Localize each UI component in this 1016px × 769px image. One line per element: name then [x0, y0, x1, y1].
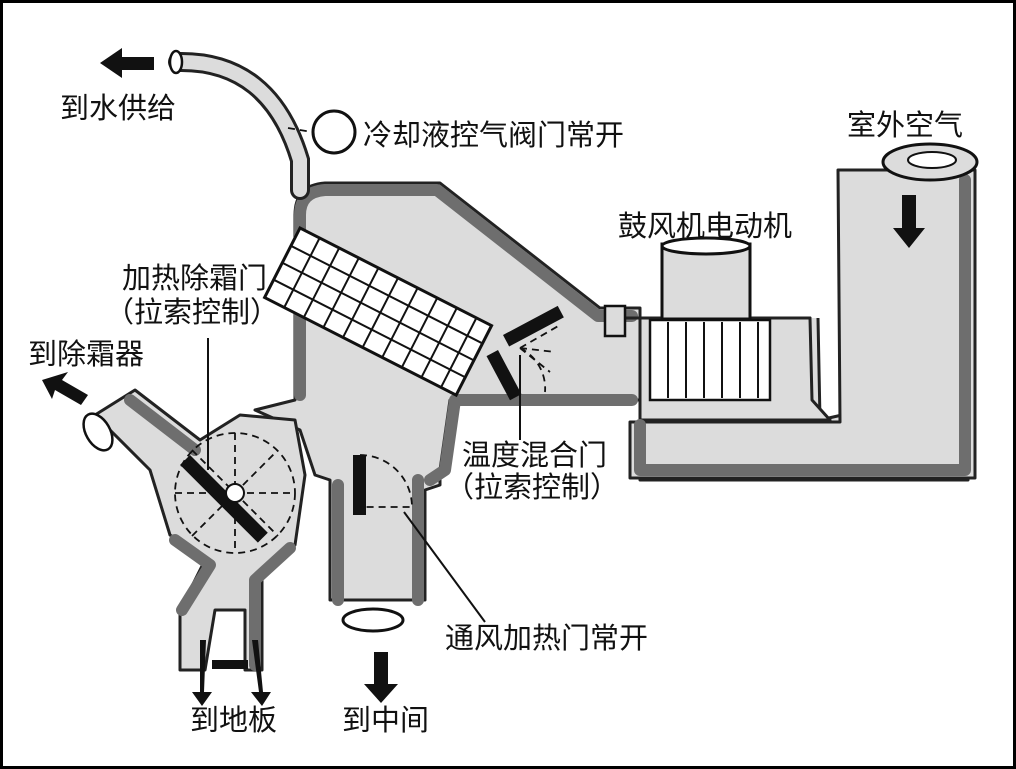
temp-blend-door-lower: [486, 350, 522, 401]
middle-vent-outlet: [341, 607, 405, 633]
arrow-to-floor-left: [192, 640, 212, 706]
middle-vent-wall: [332, 474, 424, 606]
floor-door: [212, 660, 248, 669]
label-outside-air: 室外空气: [847, 108, 963, 142]
defroster-wall: [124, 394, 296, 671]
door-pivot: [225, 483, 245, 503]
coolant-pipe-inner: [171, 54, 307, 197]
blower-motor-top: [660, 236, 752, 256]
defroster-duct: [93, 388, 307, 672]
label-heat-defrost-door-2: （拉索控制）: [105, 295, 279, 329]
air-intake-duct: [628, 168, 977, 480]
arrow-outside-air: [893, 195, 925, 248]
label-to-floor: 到地板: [190, 703, 277, 737]
defroster-outlet: [82, 412, 114, 452]
air-intake-hole: [907, 151, 957, 169]
label-to-middle: 到中间: [342, 703, 429, 737]
hvac-diagram: 到水供给 冷却液控气阀门常开 室外空气 鼓风机电动机 加热除霜门 （拉索控制） …: [28, 48, 979, 737]
label-temp-blend-door-2: （拉索控制）: [445, 470, 619, 504]
label-to-water-supply: 到水供给: [60, 91, 176, 125]
blower-fan: [648, 318, 772, 402]
coolant-valve-icon: [311, 109, 357, 155]
label-vent-heat-door: 通风加热门常开: [445, 621, 648, 655]
coolant-pipe-end: [168, 49, 184, 75]
label-blower-motor: 鼓风机电动机: [618, 209, 792, 243]
arrow-to-floor-right: [251, 640, 271, 706]
label-to-defroster: 到除霜器: [28, 337, 144, 371]
arrow-to-middle: [364, 652, 398, 703]
blower-motor-body: [660, 242, 752, 321]
temp-blend-door: [503, 305, 564, 347]
arrow-to-defroster: [42, 372, 88, 405]
label-heat-defrost-door-1: 加热除霜门: [122, 261, 267, 295]
housing-wall-lower: [424, 394, 638, 486]
air-intake-wall: [634, 174, 971, 476]
heater-core: [262, 225, 494, 398]
heat-defrost-door: [180, 455, 268, 543]
housing-wall: [294, 184, 638, 401]
arrow-to-water-supply: [100, 48, 154, 78]
label-temp-blend-door-1: 温度混合门: [462, 438, 607, 472]
duct-clamp: [603, 304, 627, 338]
vent-heat-door: [353, 455, 366, 515]
label-coolant-valve: 冷却液控气阀门常开: [363, 118, 624, 152]
